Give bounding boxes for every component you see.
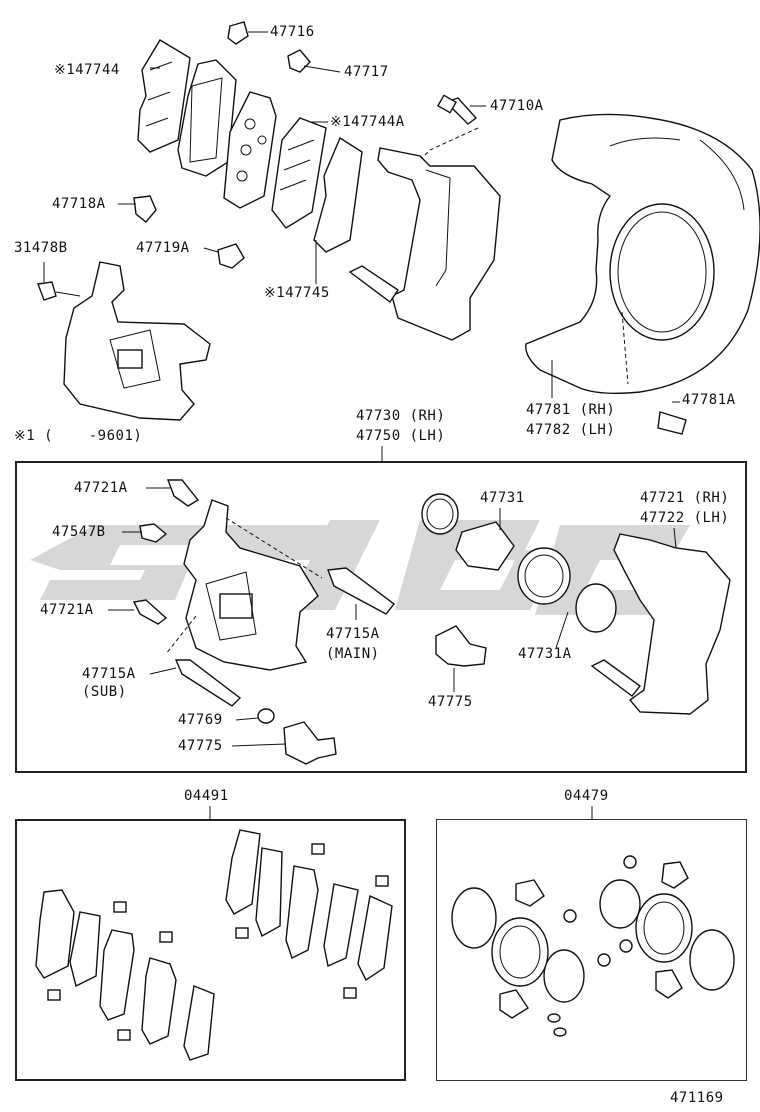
caliper-mount-top[interactable]: [348, 147, 501, 341]
caliper-assembly-frame: [15, 461, 747, 773]
label-47716: 47716: [270, 24, 315, 40]
ring-47731a[interactable]: [575, 583, 617, 633]
label-47717: 47717: [344, 64, 389, 80]
seal-kit-frame: [436, 819, 747, 1081]
screw-47781a[interactable]: [657, 411, 687, 435]
boot-47775-right[interactable]: [435, 625, 487, 667]
leader-lines-middle: [108, 487, 677, 747]
label-47722-lh: 47722 (LH): [640, 510, 730, 526]
seal-ring[interactable]: [421, 493, 459, 535]
shim-147744a[interactable]: [271, 117, 327, 229]
label-147745: ※147745: [264, 285, 330, 301]
label-47547b: 47547B: [52, 524, 106, 540]
bolt-47710a[interactable]: [436, 94, 478, 125]
label-47769: 47769: [178, 712, 223, 728]
label-47730-rh: 47730 (RH): [356, 408, 446, 424]
bushing-47769[interactable]: [257, 708, 275, 724]
pad-kit-frame: [15, 819, 406, 1081]
label-47710a: 47710A: [490, 98, 544, 114]
label-47719a: 47719A: [136, 240, 190, 256]
label-47718a: 47718A: [52, 196, 106, 212]
label-31478b: 31478B: [14, 240, 68, 256]
label-47721a-bottom: 47721A: [40, 602, 94, 618]
label-kit-04491: 04491: [184, 788, 229, 804]
kit-seal-parts: [451, 855, 735, 1037]
bleeder-31478b[interactable]: [37, 281, 57, 301]
label-47731a: 47731A: [518, 646, 572, 662]
label-47781-rh: 47781 (RH): [526, 402, 616, 418]
label-47731: 47731: [480, 490, 525, 506]
boot-47775-left[interactable]: [283, 721, 337, 765]
label-sub-note: (SUB): [82, 684, 127, 700]
label-147744: ※147744: [54, 62, 120, 78]
clip-47716[interactable]: [227, 21, 249, 45]
clip-47717[interactable]: [287, 49, 311, 73]
pin-47715a-sub[interactable]: [174, 659, 242, 707]
caliper-cylinder-assy[interactable]: [183, 499, 319, 671]
label-kit-04479: 04479: [564, 788, 609, 804]
clip-47719a[interactable]: [217, 243, 245, 269]
leader-lines-top: [43, 31, 680, 462]
piston-47731[interactable]: [455, 521, 515, 571]
pad-outer[interactable]: [177, 59, 237, 177]
label-47781a: 47781A: [682, 392, 736, 408]
label-note-1: ※1 ( -9601): [14, 428, 143, 444]
pad-inner[interactable]: [223, 91, 277, 209]
label-47775-right: 47775: [428, 694, 473, 710]
label-47715a-sub: 47715A: [82, 666, 136, 682]
label-47715a-main: 47715A: [326, 626, 380, 642]
caliper-cylinder-top[interactable]: [63, 261, 211, 421]
kit-pad-parts: [35, 829, 393, 1061]
clip-47718a[interactable]: [133, 195, 157, 223]
figure-id: 471169: [670, 1090, 724, 1106]
label-47721-rh: 47721 (RH): [640, 490, 730, 506]
label-47782-lh: 47782 (LH): [526, 422, 616, 438]
disc-dust-cover[interactable]: [525, 113, 760, 395]
label-47721a-top: 47721A: [74, 480, 128, 496]
bolt-47721a-top[interactable]: [166, 479, 200, 507]
bolt-47721a-bottom[interactable]: [132, 599, 168, 625]
bleeder-47547b[interactable]: [139, 523, 168, 543]
piston-seal[interactable]: [517, 547, 571, 605]
pin-47715a-main[interactable]: [327, 567, 395, 615]
label-main-note: (MAIN): [326, 646, 380, 662]
caliper-mount-box[interactable]: [590, 533, 731, 715]
label-47750-lh: 47750 (LH): [356, 428, 446, 444]
label-147744a: ※147744A: [330, 114, 405, 130]
shim-147745[interactable]: [313, 136, 363, 253]
label-47775-left: 47775: [178, 738, 223, 754]
